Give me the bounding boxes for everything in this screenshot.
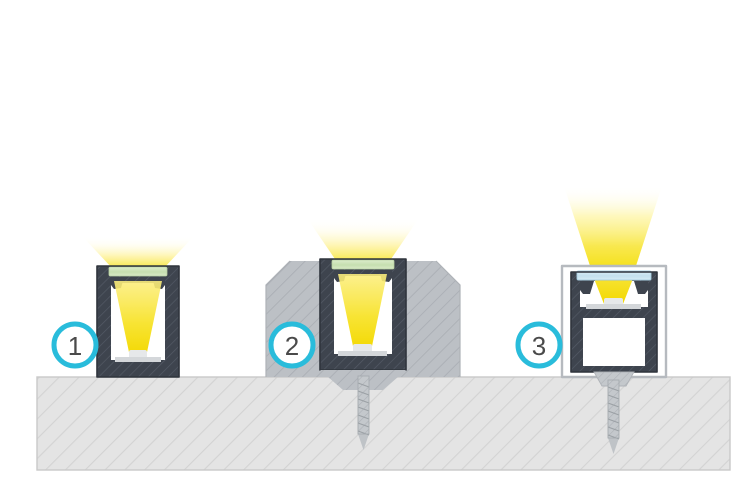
cover-clip-left-3 [580,281,594,294]
profile-wall-left-1 [97,266,111,377]
led-emitter-1 [129,350,147,359]
profile-1-surface-mounted: 1 [51,236,194,378]
badge-1: 1 [51,321,99,369]
profile-outline-3 [570,271,658,373]
cover-clip-right-3 [634,281,648,294]
profile-wall-right-1 [165,266,179,377]
light-cone-3 [593,276,634,304]
fixing-screw-2 [357,375,370,450]
led-strip-1 [115,357,161,362]
led-strip-2 [338,351,387,356]
fixing-screw-3 [607,379,620,454]
diffuser-cover-2 [331,259,395,270]
led-emitter-2 [353,344,372,353]
badge-2: 2 [268,321,316,369]
light-beam-up-3 [564,186,662,272]
light-beam-up-2 [307,218,419,262]
profile-base-1 [97,360,179,377]
bracket-outline-2 [265,260,461,377]
badge-1-number: 1 [68,331,82,361]
led-strip-3 [586,304,641,309]
badge-3-number: 3 [532,331,546,361]
diffuser-cover-1 [108,266,168,277]
transparent-cover-3 [576,270,652,281]
profile-cavity-lower-3 [583,318,645,366]
light-cone-2 [338,274,387,351]
profile-3-screw-fixed: 3 [515,186,668,454]
mounting-surface [36,376,731,471]
badge-3: 3 [515,321,563,369]
light-cone-1 [114,281,162,357]
light-beam-up-1 [82,236,194,268]
badge-2-number: 2 [285,331,299,361]
profile-2-recessed-mounted: 2 [265,218,461,450]
mounting-pad-3 [593,371,635,387]
